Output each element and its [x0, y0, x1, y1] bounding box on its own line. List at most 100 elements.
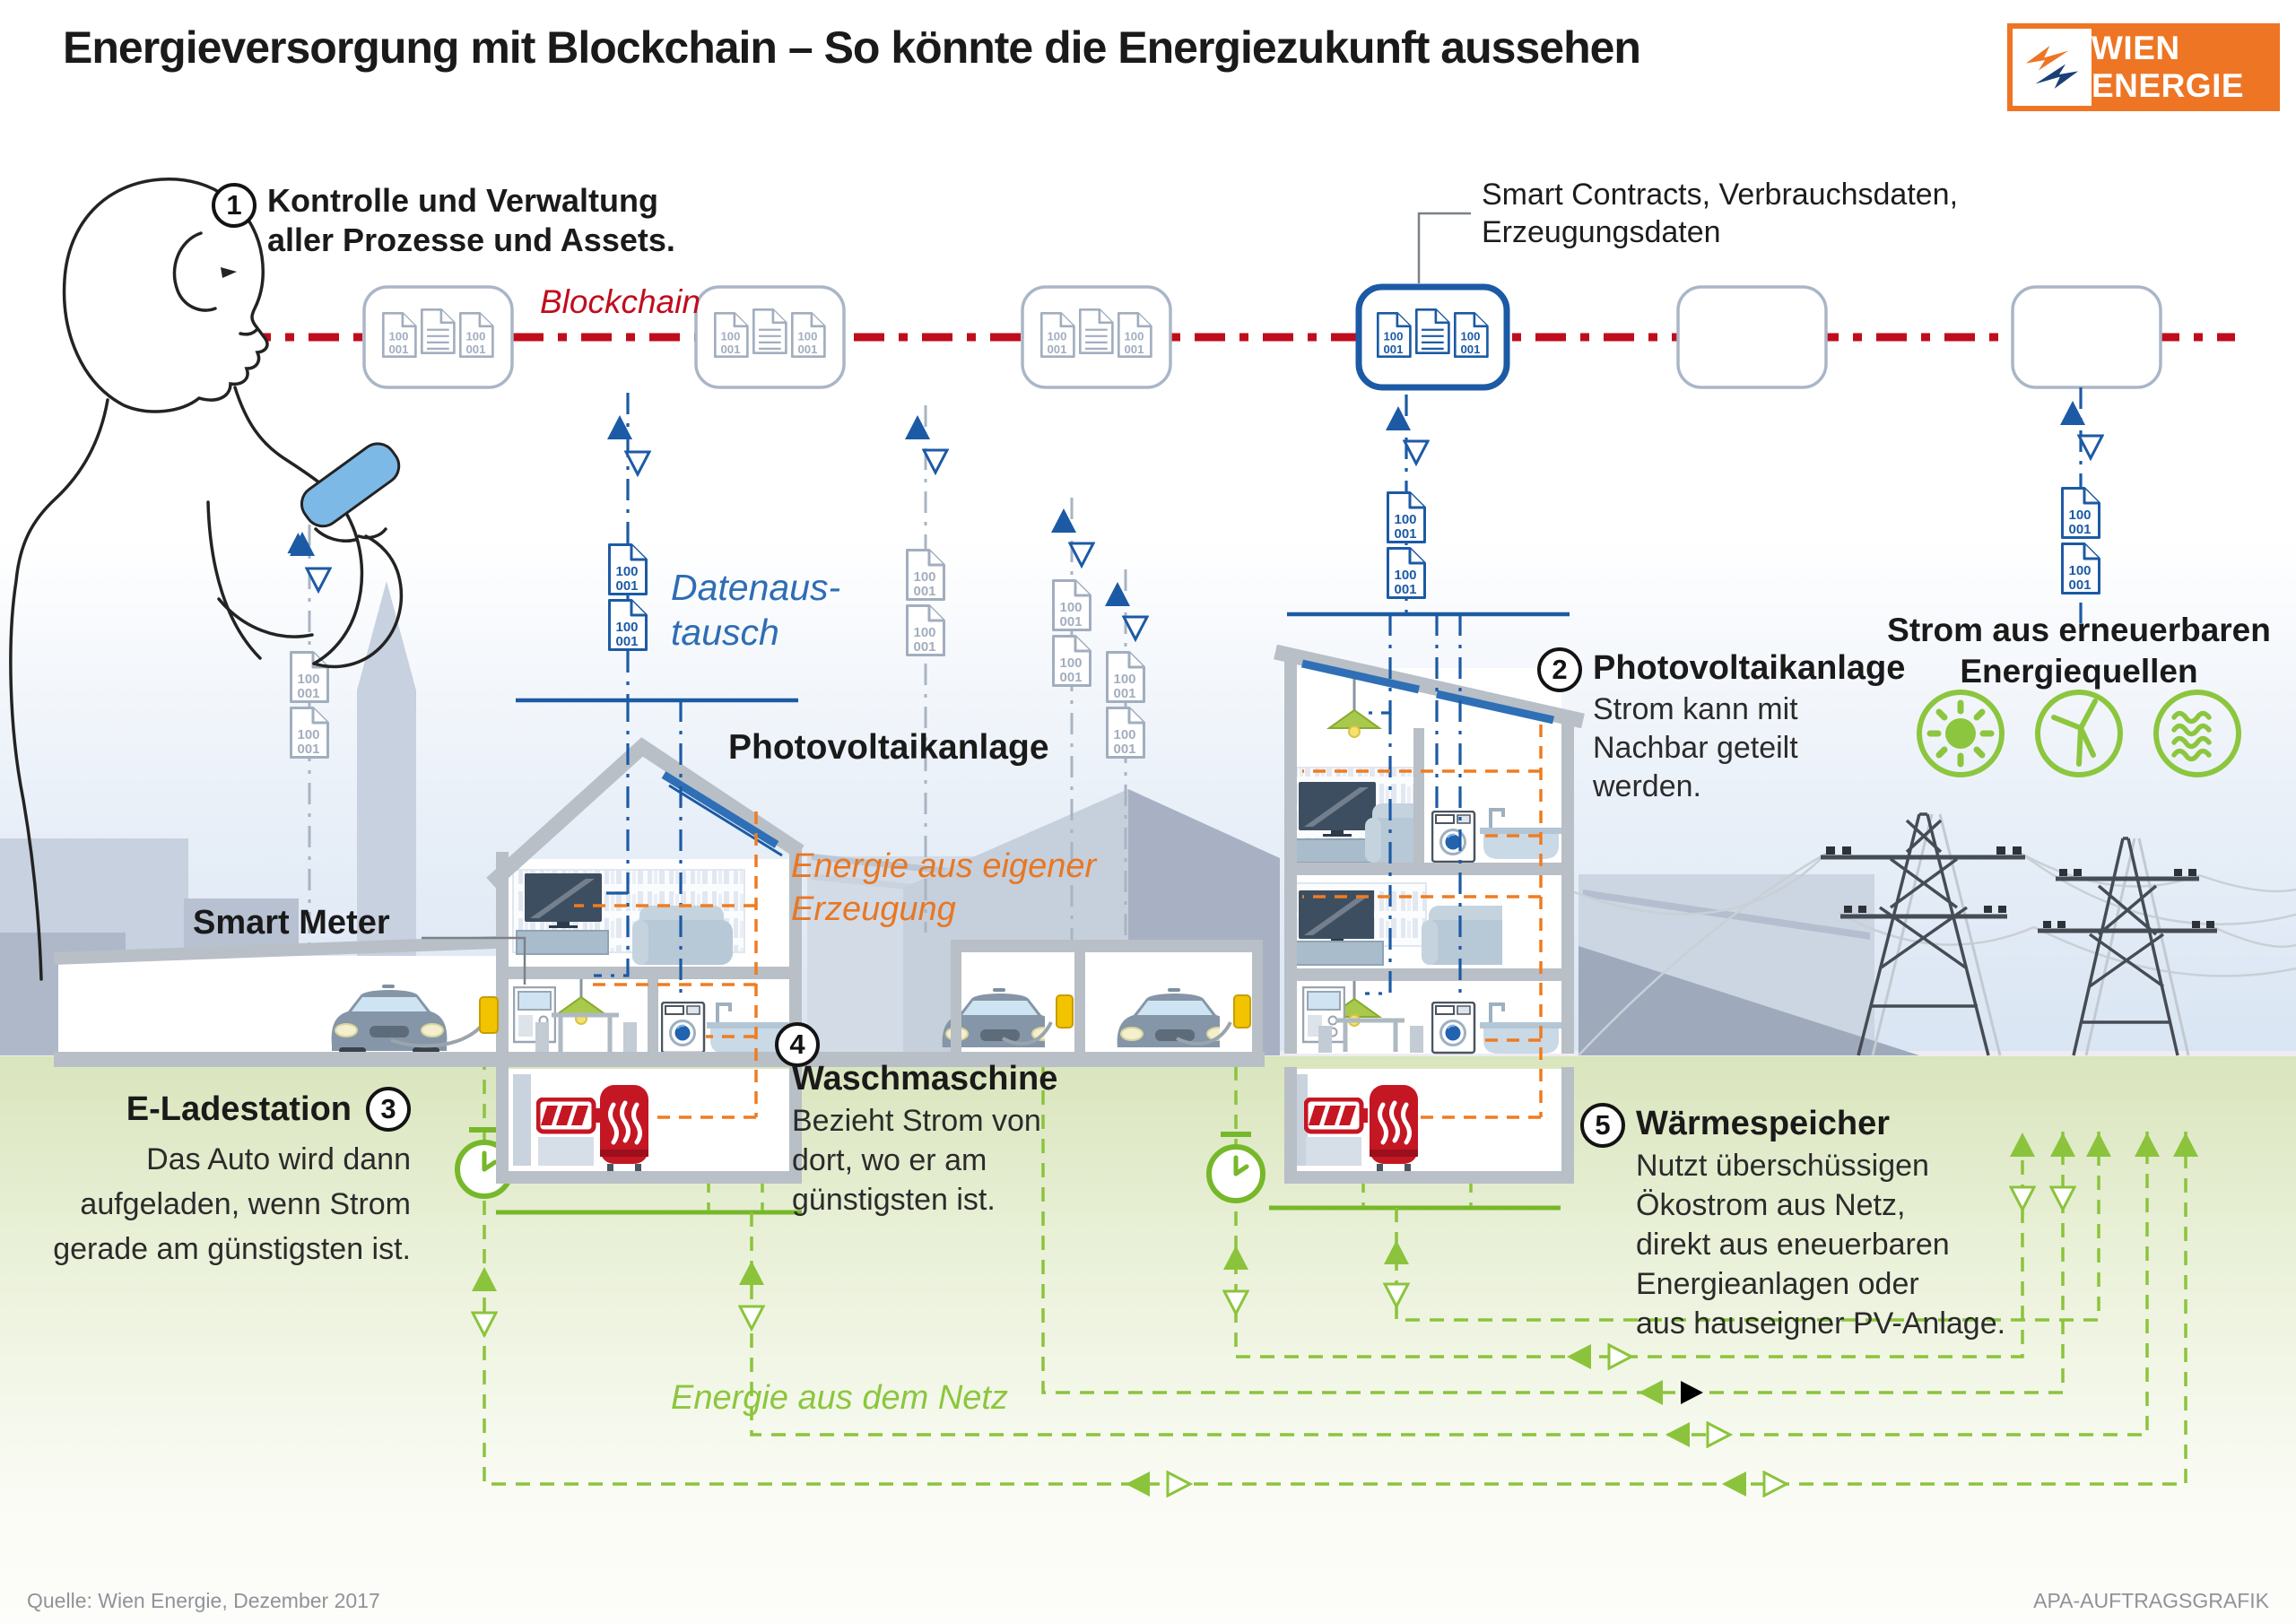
smart-meter-label: Smart Meter [193, 904, 390, 942]
smart-contracts-annotation: Smart Contracts, Verbrauchsdaten, Erzeug… [1482, 178, 1959, 249]
step-number-2: 2 [1537, 647, 1582, 692]
bathtub [1480, 1022, 1562, 1054]
house-right [1274, 644, 1585, 1184]
hydro-water-icon [2153, 690, 2241, 777]
faucet [1489, 808, 1505, 828]
chair [1410, 1026, 1423, 1053]
svg-text:001: 001 [1394, 582, 1416, 597]
step1-text: Kontrolle und Verwaltung aller Prozesse … [267, 182, 675, 258]
church-spire [357, 581, 416, 690]
annotation-connector [1417, 212, 1471, 283]
tv-icon [1299, 890, 1374, 944]
svg-text:001: 001 [1047, 343, 1066, 356]
renewables-heading: Strom aus erneuerbaren Energiequellen [1887, 612, 2271, 690]
svg-text:100: 100 [1394, 568, 1416, 583]
step2-text: Strom kann mit Nachbar geteilt werden. [1593, 692, 1798, 803]
tv-icon [1299, 782, 1376, 837]
svg-text:001: 001 [615, 634, 638, 649]
step-number-4: 4 [775, 1022, 820, 1067]
svg-text:100: 100 [1394, 512, 1416, 527]
power-pylons [1573, 812, 2296, 1056]
renewable-icons [1917, 690, 2241, 777]
pv-panel-icon [1301, 659, 1420, 694]
svg-text:100: 100 [615, 620, 638, 635]
ground-slab [54, 1052, 1265, 1067]
step4-title: Waschmaschine [792, 1060, 1058, 1098]
svg-text:001: 001 [388, 343, 408, 356]
svg-text:100: 100 [913, 569, 935, 585]
svg-text:100: 100 [615, 564, 638, 579]
couch [632, 906, 733, 965]
wind-turbine-icon [2035, 690, 2123, 777]
pv-house-label: Photovoltaikanlage [728, 728, 1049, 767]
page-title: Energieversorgung mit Blockchain – So kö… [63, 22, 1641, 73]
svg-text:001: 001 [1059, 670, 1082, 685]
svg-text:001: 001 [797, 343, 817, 356]
svg-text:100: 100 [1383, 330, 1403, 343]
chair [535, 1022, 549, 1052]
svg-text:001: 001 [1059, 614, 1082, 629]
svg-text:001: 001 [1383, 343, 1403, 356]
svg-text:100: 100 [2068, 563, 2091, 578]
bathtub [1480, 828, 1562, 859]
step2-title: Photovoltaikanlage [1593, 649, 1906, 687]
washing-machine-icon [1432, 812, 1474, 862]
garage-roof [951, 940, 1263, 952]
svg-text:001: 001 [913, 639, 935, 655]
person-with-smartphone [9, 177, 404, 981]
svg-text:001: 001 [297, 686, 319, 701]
heat-storage-boiler-icon [600, 1085, 648, 1173]
grid-energy-network [457, 1018, 2198, 1497]
eye [221, 267, 237, 278]
grid-energy-label: Energie aus dem Netz [671, 1379, 1008, 1417]
svg-text:001: 001 [1113, 686, 1135, 701]
svg-text:100: 100 [720, 330, 740, 343]
brand-name: WIEN ENERGIE [2092, 30, 2245, 104]
svg-text:100: 100 [2068, 508, 2091, 523]
source-note: Quelle: Wien Energie, Dezember 2017 [27, 1589, 380, 1612]
wien-energie-mark-icon [2013, 29, 2092, 106]
garage-roof [54, 936, 496, 965]
dining-table [1336, 1018, 1405, 1052]
house-left [54, 737, 804, 1184]
gable-roof [486, 737, 804, 890]
step-number-1: 1 [212, 183, 257, 228]
pv-panel-rail [668, 784, 783, 857]
svg-text:001: 001 [1124, 343, 1144, 356]
faucet [716, 1002, 732, 1022]
svg-text:100: 100 [797, 330, 817, 343]
svg-text:100: 100 [1059, 600, 1082, 615]
charging-cable [390, 1020, 486, 1048]
tv-cabinet [516, 930, 609, 955]
svg-text:100: 100 [1113, 672, 1135, 687]
step5-text: Nutzt überschüssigen Ökostrom aus Netz, … [1636, 1149, 2006, 1341]
shed-roof [1274, 644, 1585, 729]
step4-text: Bezieht Strom von dort, wo er am günstig… [792, 1104, 1041, 1217]
charging-cable [1176, 1021, 1232, 1046]
svg-text:100: 100 [1047, 330, 1066, 343]
basement-box [538, 1137, 594, 1166]
svg-text:001: 001 [297, 742, 319, 757]
step3-block: E-Ladestation 3 Das Auto wird dann aufge… [50, 1087, 411, 1271]
pv-panel-icon [1436, 690, 1554, 725]
smartphone-icon [300, 442, 401, 528]
svg-text:001: 001 [1113, 742, 1135, 757]
tv-icon [525, 873, 602, 928]
basement-shelf [513, 1074, 531, 1166]
charging-cable [1002, 1021, 1053, 1046]
washing-machine-icon [1432, 1002, 1474, 1053]
own-energy-label: Energie aus eigener Erzeugung [791, 847, 1097, 928]
svg-text:100: 100 [465, 330, 485, 343]
svg-text:100: 100 [1059, 655, 1082, 671]
blockchain-block-empty [2011, 285, 2162, 389]
interior-lines [574, 614, 1543, 1119]
svg-text:100: 100 [1124, 330, 1144, 343]
svg-text:100: 100 [913, 625, 935, 640]
pv-panel-icon [661, 771, 779, 848]
brand-logo: WIEN ENERGIE [2007, 23, 2280, 111]
washing-machine-icon [662, 1002, 704, 1053]
svg-text:100: 100 [1460, 330, 1480, 343]
